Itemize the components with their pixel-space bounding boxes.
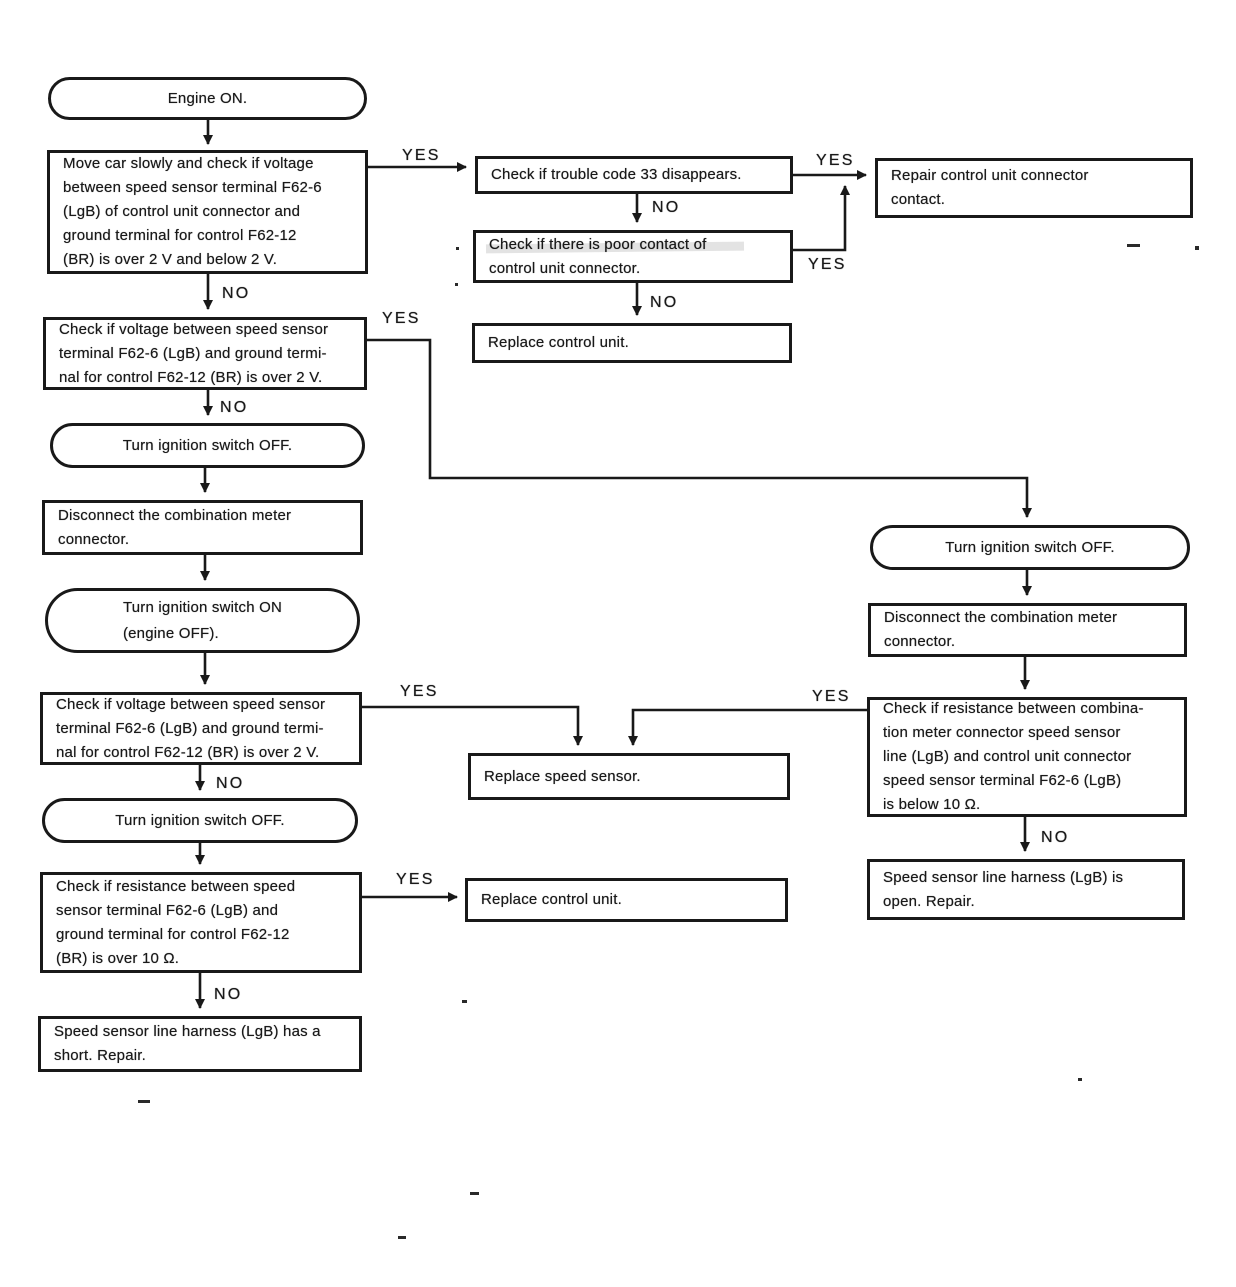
scan-artifact: [1195, 246, 1199, 250]
node-text: Replace control unit.: [488, 334, 629, 351]
edge-poorcontact-yes-repair: [793, 185, 850, 252]
node-harness-open: Speed sensor line harness (LgB) is open.…: [867, 859, 1185, 920]
node-text: Disconnect the combination meter connect…: [884, 609, 1118, 650]
edge-label-no-checkv2: NO: [216, 775, 245, 792]
node-check-voltage-2v-2: Check if voltage between speed sensor te…: [40, 692, 362, 765]
scan-artifact: [456, 247, 459, 250]
node-replace-control-unit-bottom: Replace control unit.: [465, 878, 788, 922]
node-repair-connector-contact: Repair control unit connector contact.: [875, 158, 1193, 218]
edge-label-yes-checkline: YES: [812, 688, 851, 705]
node-text: Check if there is poor contact of contro…: [489, 235, 707, 277]
node-check-poor-contact: Check if there is poor contact of contro…: [473, 230, 793, 283]
edge-label-yes-checkres: YES: [396, 871, 435, 888]
edge-label-yes-movecar: YES: [402, 147, 441, 164]
node-check-resistance-meter-line: Check if resistance between combina- tio…: [867, 697, 1187, 817]
node-turn-ignition-on: Turn ignition switch ON (engine OFF).: [45, 588, 360, 653]
node-check-voltage-2v-1: Check if voltage between speed sensor te…: [43, 317, 367, 390]
node-engine-on: Engine ON.: [48, 77, 367, 120]
node-disconnect-meter-left: Disconnect the combination meter connect…: [42, 500, 363, 555]
node-text: Speed sensor line harness (LgB) is open.…: [883, 868, 1124, 910]
node-disconnect-meter-right: Disconnect the combination meter connect…: [868, 603, 1187, 657]
scan-artifact: [1078, 1078, 1082, 1081]
node-text: Check if resistance between combina- tio…: [883, 700, 1144, 813]
node-text: Check if resistance between speed sensor…: [56, 877, 296, 967]
node-text: Turn ignition switch OFF.: [945, 538, 1115, 556]
node-text: Replace speed sensor.: [484, 767, 641, 785]
scan-artifact: [455, 283, 458, 286]
node-turn-ignition-off-2: Turn ignition switch OFF.: [42, 798, 358, 843]
node-text: Disconnect the combination meter connect…: [58, 506, 292, 548]
node-move-car-check: Move car slowly and check if voltage bet…: [47, 150, 368, 274]
node-text: Check if trouble code 33 disappears.: [491, 166, 742, 183]
node-text: Replace control unit.: [481, 891, 622, 908]
node-turn-ignition-off-1: Turn ignition switch OFF.: [50, 423, 365, 468]
scan-artifact: [138, 1100, 150, 1103]
node-text: Turn ignition switch OFF.: [122, 436, 293, 454]
node-replace-speed-sensor: Replace speed sensor.: [468, 753, 790, 800]
node-text: Check if voltage between speed sensor te…: [56, 695, 326, 761]
edge-label-no-code33: NO: [652, 199, 681, 216]
scan-artifact: [1127, 244, 1140, 247]
edge-label-yes-checkv2: YES: [400, 683, 439, 700]
node-text: Repair control unit connector contact.: [891, 167, 1089, 208]
edge-label-yes-poorcontact: YES: [808, 256, 847, 273]
scan-artifact: [398, 1236, 406, 1239]
node-text: Engine ON.: [167, 89, 248, 107]
edge-checkline-yes-replacesensor: [628, 708, 867, 746]
node-text: Speed sensor line harness (LgB) has a sh…: [54, 1023, 321, 1064]
node-text: Turn ignition switch ON (engine OFF).: [122, 598, 283, 642]
node-text: Check if voltage between speed sensor te…: [59, 320, 329, 386]
edge-checkv1-yes-turnoffright: [367, 338, 1032, 518]
edge-label-no-checkres: NO: [214, 986, 243, 1003]
node-turn-ignition-off-right: Turn ignition switch OFF.: [870, 525, 1190, 570]
node-check-trouble-code-33: Check if trouble code 33 disappears.: [475, 156, 793, 194]
edge-label-no-poorcontact: NO: [650, 294, 679, 311]
edge-label-no-movecar: NO: [222, 285, 251, 302]
edge-label-no-checkv1: NO: [220, 399, 249, 416]
node-harness-short: Speed sensor line harness (LgB) has a sh…: [38, 1016, 362, 1072]
edge-checkv2-yes-replacesensor: [362, 705, 583, 746]
edge-label-yes-code33: YES: [816, 152, 855, 169]
node-text: Move car slowly and check if voltage bet…: [63, 155, 322, 268]
node-check-resistance-speed-sensor: Check if resistance between speed sensor…: [40, 872, 362, 973]
edge-label-no-checkline: NO: [1041, 829, 1070, 846]
scan-artifact: [470, 1192, 479, 1195]
node-replace-control-unit-top: Replace control unit.: [472, 323, 792, 363]
scan-artifact: [462, 1000, 467, 1003]
edge-label-yes-checkv1: YES: [382, 310, 421, 327]
node-text: Turn ignition switch OFF.: [115, 811, 285, 829]
